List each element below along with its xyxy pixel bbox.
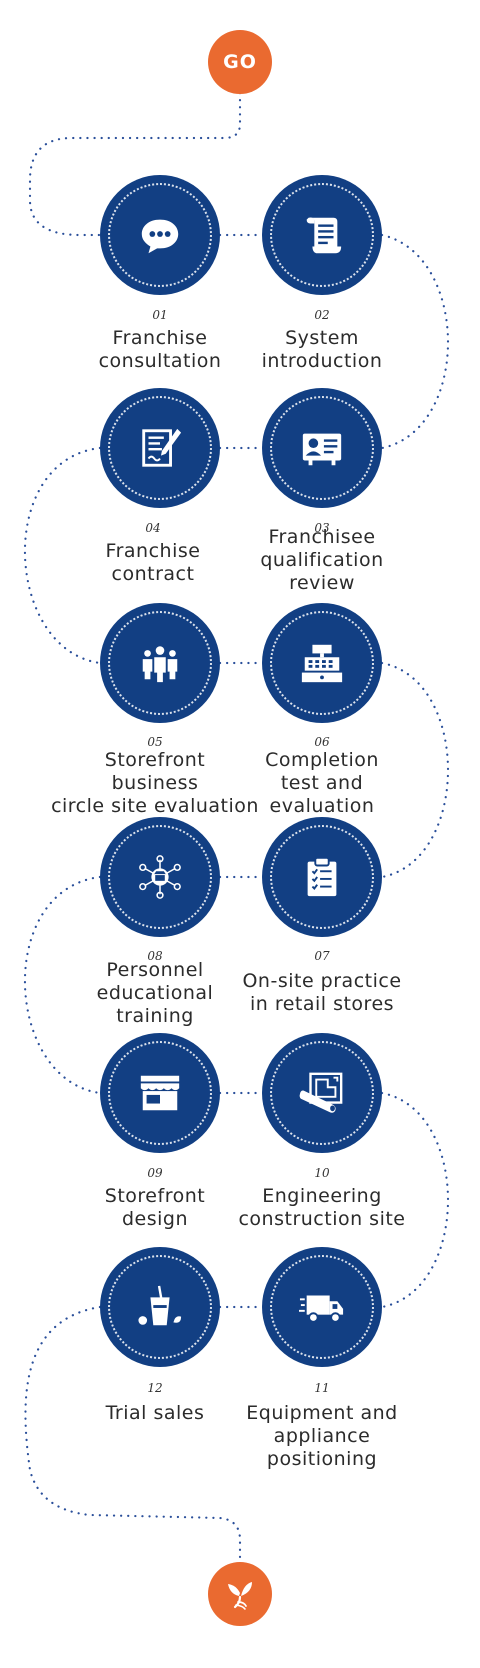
people-group-icon	[142, 646, 178, 683]
step-number-01: 01	[152, 308, 168, 322]
delivery-truck-icon	[299, 1295, 344, 1323]
step-number-11: 11	[314, 1381, 330, 1395]
step-number-10: 10	[314, 1166, 330, 1180]
step-circle-04	[100, 388, 220, 508]
step-circle-02	[262, 175, 382, 295]
chat-bubble-icon	[141, 219, 179, 254]
step-circle-05	[100, 603, 220, 723]
step-circle-08	[100, 817, 220, 937]
sprout-logo-icon	[228, 1582, 252, 1610]
step-number-07: 07	[314, 949, 330, 963]
end-badge	[208, 1562, 272, 1626]
step-circle-03	[262, 388, 382, 508]
clipboard-checklist-icon	[307, 856, 337, 897]
scroll-document-icon	[306, 217, 342, 254]
step-circle-06	[262, 603, 382, 723]
start-label: GO	[223, 51, 257, 73]
storefront-awning-icon	[140, 1075, 180, 1111]
drink-cup-icon	[138, 1285, 182, 1326]
step-number-09: 09	[147, 1166, 163, 1180]
cash-register-icon	[301, 644, 343, 683]
step-circle-07	[262, 817, 382, 937]
step-label-12: Trial sales	[105, 1402, 205, 1424]
step-circle-10	[262, 1033, 382, 1153]
blueprint-icon	[299, 1072, 343, 1113]
step-number-05: 05	[147, 735, 163, 749]
step-number-04: 04	[145, 521, 161, 535]
step-number-06: 06	[314, 735, 330, 749]
start-badge: GO	[208, 30, 272, 94]
step-circle-11	[262, 1247, 382, 1367]
step-number-08: 08	[147, 949, 163, 963]
network-store-icon	[139, 855, 181, 899]
contract-pen-icon	[142, 428, 182, 467]
step-number-03: 03	[314, 521, 330, 535]
step-number-12: 12	[147, 1381, 163, 1395]
step-circle-12	[100, 1247, 220, 1367]
step-circle-01	[100, 175, 220, 295]
step-circle-09	[100, 1033, 220, 1153]
id-card-icon	[302, 433, 342, 466]
step-number-02: 02	[314, 308, 330, 322]
